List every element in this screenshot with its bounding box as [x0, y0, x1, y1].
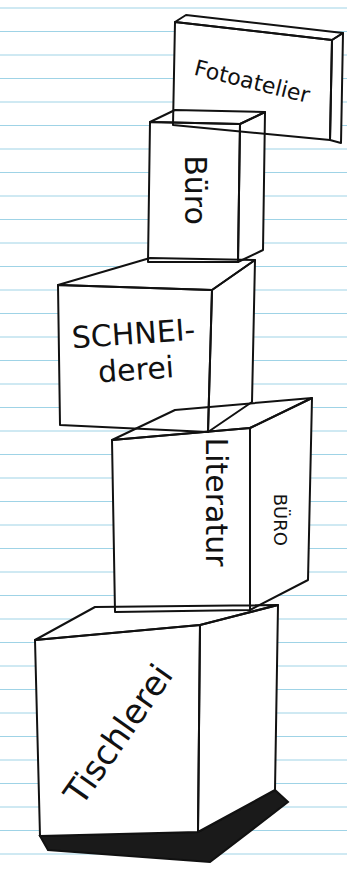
- cube-text: Literatur: [197, 437, 233, 566]
- cube-face: [148, 122, 240, 262]
- notebook-rule: [0, 8, 347, 9]
- cube-text: BÜRO: [269, 494, 291, 546]
- cube-face: [150, 110, 265, 124]
- cube-face: [112, 428, 250, 612]
- notebook-rules: [0, 8, 347, 854]
- cube-face: [330, 33, 343, 143]
- cube-text: Fotoatelier: [192, 55, 313, 109]
- cube-face: [238, 112, 265, 262]
- cube-face: [35, 625, 200, 836]
- cube-face: [173, 22, 332, 140]
- cube-text: SCHNEI- derei: [71, 312, 199, 392]
- cube-text: Tischlerei: [55, 657, 181, 812]
- cube-label: Tischlerei: [51, 653, 185, 816]
- cube-face: [58, 285, 212, 432]
- cube-face: [250, 398, 312, 610]
- cube-text: Büro: [177, 155, 213, 225]
- cube-label: Literatur BÜRO: [193, 434, 295, 571]
- cube-face: [112, 398, 312, 440]
- cube-label: Fotoatelier: [188, 51, 317, 113]
- cube-label: Büro: [173, 151, 217, 229]
- cube-outlines: [35, 15, 343, 836]
- cube-fills: [35, 15, 343, 836]
- cube-fill: [35, 605, 278, 836]
- cube-face: [175, 15, 343, 40]
- cube-label: SCHNEI- derei: [67, 308, 204, 396]
- cube-face: [208, 260, 255, 432]
- cube-face: [198, 605, 278, 832]
